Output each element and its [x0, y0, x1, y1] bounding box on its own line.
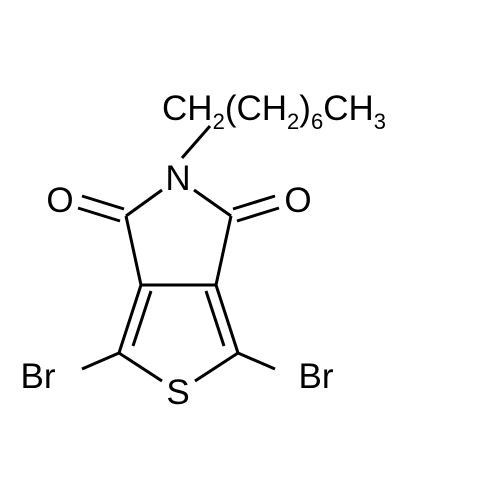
bond-c3a-c1	[117, 284, 143, 354]
chain-ch2: CH	[162, 89, 213, 128]
bond-c6a-c3	[214, 284, 240, 354]
atom-nitrogen: N	[165, 159, 190, 198]
bond-n-c-right	[193, 188, 232, 218]
bond-n-chain	[180, 125, 212, 159]
atom-oxygen-left: O	[46, 181, 73, 220]
bond-c1-br	[81, 351, 120, 371]
atom-bromine-left: Br	[21, 357, 56, 396]
bond-c1-s	[118, 351, 163, 383]
chain-open-paren: (	[225, 89, 237, 128]
atom-bromine-right: Br	[299, 357, 334, 396]
bond-carbonyl-right-a	[232, 194, 276, 211]
chain-ch2-subscript: 2	[213, 109, 225, 134]
chain-ch3: CH	[323, 89, 374, 128]
bond-c3-s	[194, 351, 239, 383]
atom-oxygen-right: O	[284, 181, 311, 220]
atom-sulfur: S	[166, 373, 189, 412]
bond-c3-br	[237, 351, 276, 371]
chain-close-paren: )	[299, 89, 311, 128]
alkyl-chain-label: CH2(CH2)6CH3	[162, 89, 386, 134]
chain-repeat-count: 6	[311, 109, 323, 134]
bond-c-left-c3a	[124, 215, 143, 286]
bond-c-right-c6a	[214, 215, 233, 286]
bond-carbonyl-left-b	[77, 206, 121, 223]
bond-c3-c6a-inner	[204, 290, 226, 347]
bond-c1-c3a-inner	[131, 290, 153, 347]
bond-n-c-left	[125, 188, 163, 218]
bond-carbonyl-left-a	[81, 194, 125, 211]
chain-ch3-subscript: 3	[374, 109, 386, 134]
atom-labels: N O O S Br Br	[21, 159, 334, 412]
bond-carbonyl-right-b	[236, 206, 280, 223]
chain-ch2-repeat-subscript: 2	[287, 109, 299, 134]
chain-ch2-repeat: CH	[236, 89, 287, 128]
bond-lines	[77, 125, 280, 383]
